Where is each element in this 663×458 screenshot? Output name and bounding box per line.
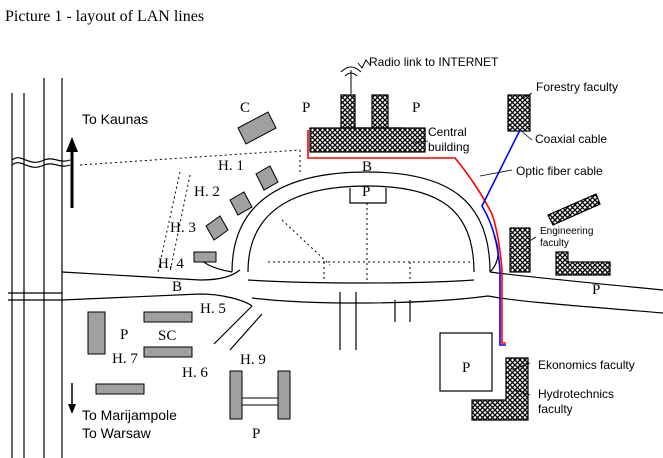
mark-p-inner: P — [362, 184, 370, 200]
forestry-faculty-label: Forestry faculty — [536, 80, 618, 94]
mark-sc: SC — [158, 328, 176, 344]
mark-p-west: P — [120, 327, 128, 343]
mark-b-central: B — [362, 159, 372, 175]
mark-h5: H. 5 — [200, 301, 226, 317]
mark-h7: H. 7 — [112, 351, 138, 367]
engineering-building-a — [547, 193, 601, 226]
antenna-icon — [340, 59, 371, 94]
hydrotechnics-faculty-label-line1: Hydrotechnics — [538, 387, 614, 401]
mark-h1: H. 1 — [218, 158, 244, 174]
engineering-building-b — [509, 227, 531, 273]
mark-h6: H. 6 — [182, 365, 208, 381]
h9-connectors — [242, 397, 278, 406]
building-h7 — [143, 346, 193, 358]
mark-p-central-west: P — [302, 100, 310, 116]
building-p-left — [87, 311, 106, 355]
arrow-to-marijampole-icon — [68, 383, 76, 414]
parking-lot-p — [439, 332, 493, 392]
building-h5 — [143, 311, 193, 323]
engineering-building-c — [555, 251, 611, 276]
highway — [8, 78, 71, 458]
coaxial-cable-line — [307, 130, 506, 344]
to-marijampole-label: To Marijampole — [82, 407, 177, 423]
building-h2 — [229, 191, 253, 216]
central-building-label-line1: Central — [428, 125, 467, 139]
arrow-to-kaunas-icon — [66, 137, 78, 208]
mark-p-east: P — [592, 282, 600, 298]
dotted-paths — [79, 149, 474, 282]
optic-fiber-cable-line — [481, 129, 521, 346]
campus-roads — [61, 171, 663, 351]
central-building-label-line2: building — [428, 140, 469, 154]
mark-c: C — [240, 100, 250, 116]
building-h8 — [95, 383, 145, 395]
building-c — [237, 111, 277, 145]
central-building-lower — [309, 127, 426, 153]
engineering-faculty-label-line2: faculty — [540, 238, 569, 249]
building-h3 — [205, 215, 229, 241]
forestry-faculty-building — [507, 94, 531, 132]
grey-buildings — [87, 111, 291, 420]
mark-p-south: P — [252, 426, 260, 442]
mark-b-west: B — [172, 279, 182, 295]
engineering-faculty-label-line1: Engineering — [540, 226, 593, 237]
mark-h9: H. 9 — [240, 352, 266, 368]
optic-fiber-cable-label: Optic fiber cable — [516, 164, 603, 178]
to-warsaw-label: To Warsaw — [82, 425, 152, 441]
building-h1 — [255, 165, 279, 191]
mark-p-central-east: P — [412, 100, 420, 116]
building-h9-left — [229, 370, 243, 420]
hydrotechnics-faculty-label-line2: faculty — [538, 402, 573, 416]
hatched-buildings — [309, 94, 611, 421]
leader-lines — [413, 92, 537, 396]
mark-h2: H. 2 — [194, 184, 220, 200]
ekonomics-hydrotechnics-building — [471, 357, 529, 421]
diagram-title: Picture 1 - layout of LAN lines — [5, 8, 204, 25]
radio-link-label: Radio link to INTERNET — [369, 55, 499, 69]
ekonomics-faculty-label: Ekonomics faculty — [538, 358, 635, 372]
coaxial-cable-label: Coaxial cable — [535, 132, 607, 146]
to-kaunas-label: To Kaunas — [82, 111, 148, 127]
mark-p-lot: P — [462, 360, 470, 376]
building-h4 — [193, 251, 217, 263]
inner-parking-bay — [349, 188, 387, 204]
building-h9-right — [277, 370, 291, 420]
mark-h4: H. 4 — [158, 256, 184, 272]
mark-h3: H. 3 — [170, 220, 196, 236]
